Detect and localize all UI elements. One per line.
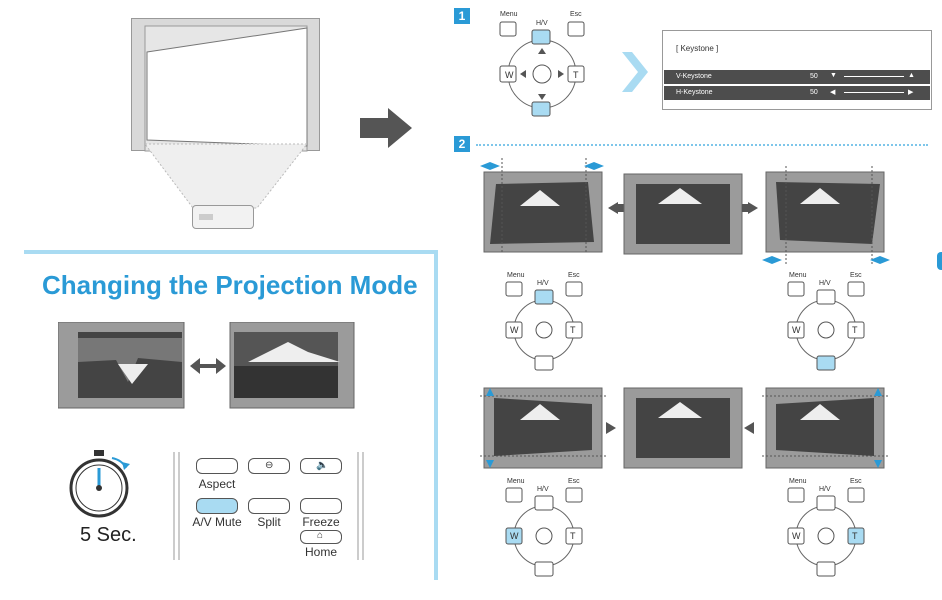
triangle-right-icon: ▶ <box>908 89 914 96</box>
dpad-esc-label: Esc <box>850 272 862 279</box>
keystone-slider[interactable] <box>844 76 904 77</box>
freeze-button[interactable] <box>300 498 342 514</box>
dpad-h-right <box>787 281 865 371</box>
av-mute-button[interactable] <box>196 498 238 514</box>
remote-outline <box>173 452 364 560</box>
dpad-hv-label: H/V <box>819 486 831 493</box>
dpad-t-label: T <box>570 325 576 335</box>
dpad-menu-label: Menu <box>789 272 807 279</box>
keystone-slider[interactable] <box>844 92 904 93</box>
dpad-w-label: W <box>510 325 519 335</box>
menu-row-v-keystone[interactable]: V-Keystone 50 ▼ ▲ <box>664 70 930 84</box>
dpad-w-label: W <box>792 325 801 335</box>
dpad-menu-label: Menu <box>500 11 518 18</box>
v-keystone-illustration <box>480 387 890 469</box>
chevron-right-icon <box>622 52 648 92</box>
av-mute-label: A/V Mute <box>192 515 242 529</box>
volume-icon: 🔈 <box>316 460 329 471</box>
zoom-out-button[interactable]: ⊖ <box>248 458 290 474</box>
h-keystone-illustration <box>480 158 890 264</box>
step-2-badge: 2 <box>454 136 470 152</box>
dpad-t-label: T <box>570 531 576 541</box>
projection-mode-panel <box>24 250 438 580</box>
dpad-t-label: T <box>573 70 579 80</box>
dpad-esc-label: Esc <box>850 478 862 485</box>
home-button[interactable]: ⌂ <box>300 530 342 544</box>
split-label: Split <box>257 515 281 529</box>
dpad-v-right <box>787 487 865 577</box>
home-icon: ⌂ <box>317 530 324 541</box>
dpad-hv-label: H/V <box>819 280 831 287</box>
dpad-menu-label: Menu <box>507 478 525 485</box>
freeze-label: Freeze <box>302 515 340 529</box>
projector-icon <box>192 205 254 229</box>
triangle-up-icon: ▲ <box>908 72 915 79</box>
aspect-button[interactable] <box>196 458 238 474</box>
section-title: Changing the Projection Mode <box>42 270 418 300</box>
dpad-menu-label: Menu <box>507 272 525 279</box>
triangle-down-icon: ▼ <box>830 72 837 79</box>
keystone-menu-title: [ Keystone ] <box>676 44 719 53</box>
stopwatch-icon <box>69 450 130 518</box>
zoom-out-icon: ⊖ <box>265 460 274 471</box>
dpad-esc-label: Esc <box>568 272 580 279</box>
dpad-step1 <box>499 21 585 117</box>
dpad-esc-label: Esc <box>568 478 580 485</box>
dpad-hv-label: H/V <box>537 486 549 493</box>
dpad-t-label: T <box>852 325 858 335</box>
dpad-v-left <box>505 487 583 577</box>
mode-illustration <box>58 322 355 409</box>
timer-label: 5 Sec. <box>80 524 137 546</box>
dpad-esc-label: Esc <box>570 11 582 18</box>
dpad-menu-label: Menu <box>789 478 807 485</box>
step-divider <box>476 144 928 146</box>
home-label: Home <box>304 545 337 559</box>
dpad-w-label: W <box>510 531 519 541</box>
dpad-hv-label: H/V <box>537 280 549 287</box>
split-button[interactable] <box>248 498 290 514</box>
volume-button[interactable]: 🔈 <box>300 458 342 474</box>
edge-tab <box>937 252 942 270</box>
menu-row-h-keystone[interactable]: H-Keystone 50 ◀ ▶ <box>664 86 930 100</box>
dpad-w-label: W <box>505 70 514 80</box>
dpad-hv-label: H/V <box>536 20 548 27</box>
right-arrow-icon <box>360 108 412 148</box>
projector-beam-illustration <box>144 25 309 209</box>
dpad-t-label: T <box>852 531 858 541</box>
step-1-badge: 1 <box>454 8 470 24</box>
dpad-h-left <box>505 281 583 371</box>
triangle-left-icon: ◀ <box>830 89 836 96</box>
aspect-label: Aspect <box>198 477 236 491</box>
dpad-w-label: W <box>792 531 801 541</box>
